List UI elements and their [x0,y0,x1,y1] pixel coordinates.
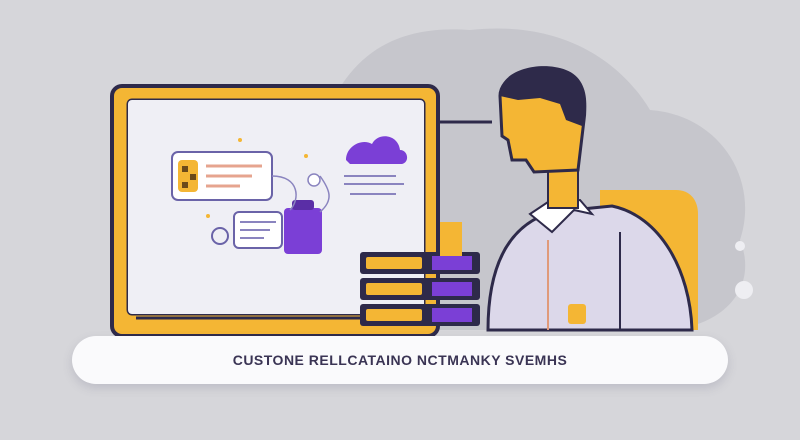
connector-lines [271,173,330,213]
cloud-icon [344,136,408,195]
sparkles [206,138,753,299]
screen-card [171,151,273,201]
person-icon [486,66,694,332]
screen-card-secondary [211,211,283,249]
bag-icon [284,200,322,254]
caption-text: CUSTONE RELLCATAINO NCTMANKY SVEMHS [232,352,568,368]
server-stack-icon [360,252,480,326]
caption-bar: CUSTONE RELLCATAINO NCTMANKY SVEMHS [72,336,728,384]
